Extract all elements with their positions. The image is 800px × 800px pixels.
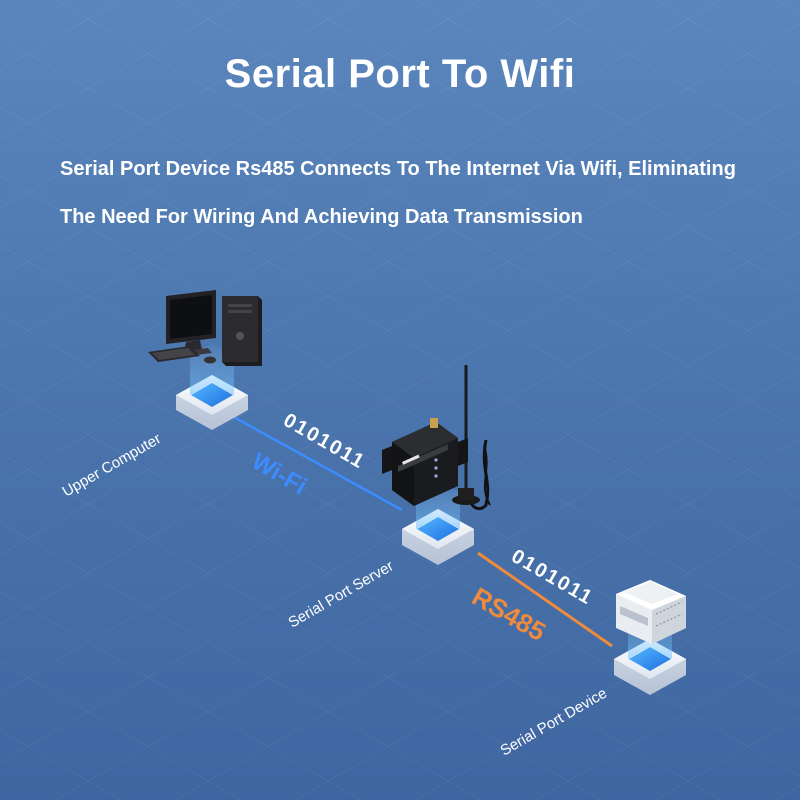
- plc-device-icon: [616, 580, 686, 644]
- subtitle-line-2: The Need For Wiring And Achieving Data T…: [60, 206, 583, 228]
- serial-port-server-label: Serial Port Server: [286, 558, 397, 632]
- upper-computer-label: Upper Computer: [60, 430, 165, 500]
- rs485-protocol-label: RS485: [467, 581, 551, 647]
- wifi-link-line: [231, 414, 403, 512]
- rs485-link-line: [477, 551, 613, 648]
- page-title: Serial Port To Wifi: [224, 52, 576, 96]
- rs485-bits-label: 0101011: [508, 545, 598, 609]
- upper-computer-pad: [176, 343, 248, 430]
- serial-port-server-icon: [382, 365, 491, 511]
- computer-icon: [148, 290, 262, 366]
- wifi-bits-label: 0101011: [280, 409, 370, 473]
- serial-port-device-label: Serial Port Device: [498, 685, 610, 760]
- subtitle-line-1: Serial Port Device Rs485 Connects To The…: [60, 158, 736, 180]
